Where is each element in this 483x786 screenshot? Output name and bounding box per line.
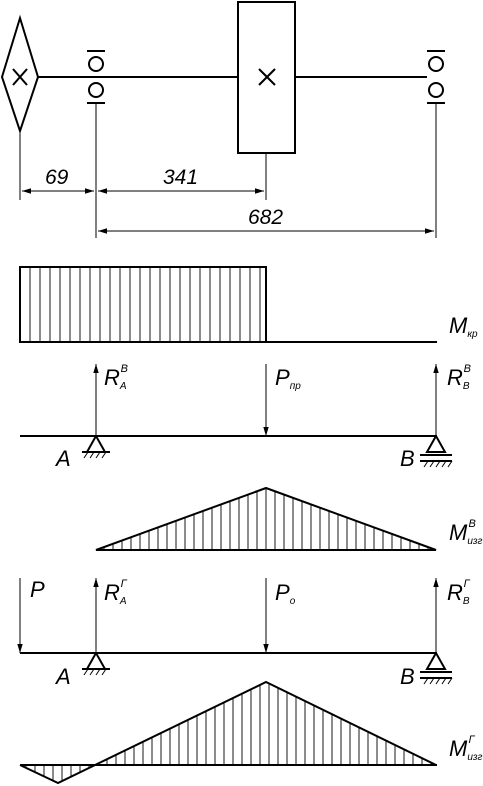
support-a-horizontal-label: А xyxy=(54,664,71,689)
gear-wheel-symbol xyxy=(237,1,296,154)
torque-diagram: Mкр xyxy=(19,266,478,343)
bearing-left-symbol xyxy=(87,50,105,104)
reaction-ra-horizontal-label: RАГ xyxy=(104,578,128,607)
support-a-vertical xyxy=(82,433,110,459)
dimension-341: 341 xyxy=(163,166,198,189)
reaction-rb-vertical-label: RВВ xyxy=(447,363,471,392)
force-p-axial-label: Pо xyxy=(275,580,296,607)
dimension-69: 69 xyxy=(45,166,69,189)
bending-moment-horizontal-diagram: MизгГ xyxy=(19,680,483,785)
support-b-horizontal xyxy=(420,650,453,685)
shaft-sketch: 69 341 682 xyxy=(0,1,445,238)
support-b-horizontal-label: В xyxy=(400,664,415,689)
reaction-rb-horizontal-label: RВГ xyxy=(447,578,471,607)
bending-moment-vertical-hatching xyxy=(103,488,429,550)
bending-moment-vertical-label: MизгВ xyxy=(449,518,483,547)
support-a-horizontal xyxy=(82,650,110,676)
horizontal-plane-beam: P RАГ Pо RВГ А В xyxy=(17,577,471,689)
support-b-vertical xyxy=(420,433,453,468)
bearing-right-symbol xyxy=(427,50,445,104)
bending-moment-horizontal-hatching xyxy=(25,683,432,782)
torque-area xyxy=(19,266,267,343)
dimension-682: 682 xyxy=(248,206,283,229)
pulley-symbol xyxy=(0,14,40,135)
bending-moment-vertical-area xyxy=(95,486,437,551)
support-a-vertical-label: А xyxy=(54,446,71,471)
vertical-plane-beam: RАВ Pпр RВВ А В xyxy=(20,363,471,471)
bending-moment-vertical-diagram: MизгВ xyxy=(95,486,483,551)
support-b-vertical-label: В xyxy=(400,446,415,471)
bending-moment-horizontal-outline xyxy=(19,680,437,785)
reaction-ra-vertical-label: RАВ xyxy=(104,363,128,392)
force-p-radial-label: Pпр xyxy=(275,365,301,392)
torque-hatching xyxy=(29,267,261,342)
torque-label: Mкр xyxy=(449,313,478,340)
bending-moment-horizontal-label: MизгГ xyxy=(449,734,483,763)
force-p-pulley-label: P xyxy=(30,577,45,602)
